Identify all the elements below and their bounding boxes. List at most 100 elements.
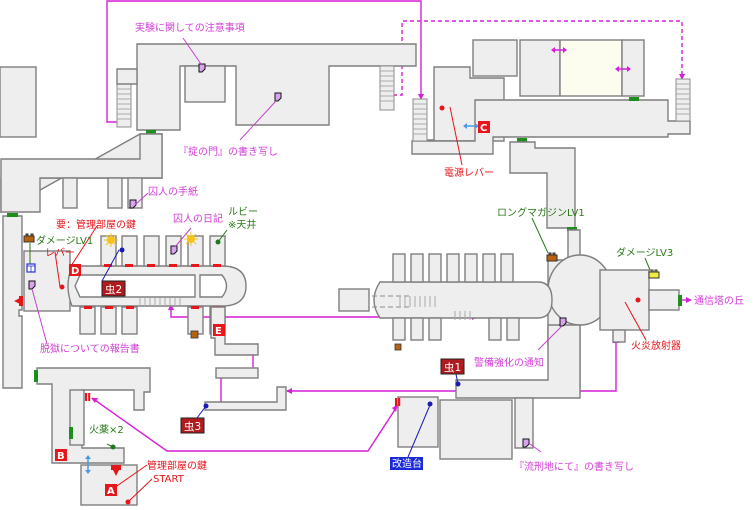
label-admin-key: 管理部屋の鍵 <box>147 459 207 472</box>
route-arrow <box>686 297 692 303</box>
workbench-marker[interactable]: 改造台 <box>390 457 423 470</box>
route-line-lower <box>287 340 617 392</box>
door-marker-b[interactable]: B <box>55 449 67 462</box>
label-exile-copy: 『流刑地にて』の書き写し <box>514 460 634 473</box>
room-mid <box>215 367 259 379</box>
door-locked[interactable] <box>191 264 199 267</box>
door-marker-d[interactable]: D <box>69 264 81 277</box>
bug-marker-2[interactable]: 虫2 <box>101 280 126 297</box>
bug-marker-1[interactable]: 虫1 <box>440 358 465 375</box>
bug-dot[interactable] <box>455 381 461 387</box>
cell <box>410 253 424 283</box>
door-locked[interactable] <box>213 264 221 267</box>
room-upper-a <box>472 39 518 77</box>
item-icons: Ⅱ Ⅱ <box>14 232 660 476</box>
door-locked[interactable] <box>104 264 112 267</box>
bug-dot[interactable] <box>119 247 125 253</box>
route-arrow <box>679 74 685 80</box>
cell <box>446 253 460 283</box>
door-locked[interactable] <box>126 306 134 309</box>
room-central-capsule <box>373 281 553 319</box>
document-icon[interactable] <box>522 438 530 448</box>
marker-label: D <box>71 266 79 277</box>
marker-label: A <box>107 486 115 497</box>
cell <box>410 317 424 341</box>
door-open[interactable] <box>69 427 73 439</box>
bug-label: 虫2 <box>105 284 122 296</box>
bug-marker-3[interactable]: 虫3 <box>180 417 205 434</box>
door-open[interactable] <box>567 227 577 231</box>
sparkle-icon[interactable] <box>184 232 198 246</box>
crate-icon[interactable] <box>394 343 402 351</box>
ammo-box-icon[interactable] <box>546 252 558 262</box>
lever-dot[interactable] <box>59 284 65 290</box>
sparkle-icon[interactable] <box>104 233 118 247</box>
bug-dot[interactable] <box>203 403 209 409</box>
door-locked[interactable] <box>169 264 177 267</box>
door-open[interactable] <box>34 370 38 382</box>
label-flamethrower: 火炎放射器 <box>631 339 681 352</box>
room-left-antechamber <box>338 288 370 312</box>
gunpowder-dot[interactable] <box>110 444 116 450</box>
start-dot[interactable] <box>125 499 131 505</box>
two-way-arrow-icon <box>85 455 91 474</box>
cell-upper-2 <box>107 177 123 209</box>
door-open[interactable] <box>7 213 18 217</box>
document-icon[interactable] <box>129 199 137 209</box>
door-open[interactable] <box>517 138 527 142</box>
ammo-box-icon[interactable] <box>648 269 660 279</box>
cell <box>187 306 204 335</box>
cell-block-corridor <box>67 265 247 307</box>
door-marker-e[interactable]: E <box>213 324 225 337</box>
power-lever-dot[interactable] <box>439 105 445 111</box>
stairs-central <box>399 296 471 320</box>
label-prisoner-diary: 囚人の日記 <box>173 212 223 225</box>
door-locked[interactable] <box>125 264 133 267</box>
bug-label: 虫3 <box>184 421 201 433</box>
document-icon[interactable] <box>198 63 206 73</box>
label-key-required: 要：管理部屋の鍵 <box>56 218 136 231</box>
document-icon[interactable] <box>559 317 567 327</box>
top-right-building <box>0 39 691 155</box>
room-south <box>439 399 513 460</box>
door-open[interactable] <box>678 295 682 306</box>
crate-icon[interactable] <box>190 330 199 339</box>
room-power-inner <box>0 66 37 138</box>
door-locked[interactable] <box>105 306 113 309</box>
start-area <box>34 367 151 506</box>
workbench-dot[interactable] <box>427 401 433 407</box>
door-open[interactable] <box>629 97 639 101</box>
room-exit-corridor <box>648 289 680 311</box>
document-icon[interactable] <box>28 280 36 290</box>
ruby-dot[interactable] <box>215 239 221 245</box>
label-gunpowder: 火薬×2 <box>89 424 124 436</box>
room-yellow <box>559 39 623 97</box>
route-line-top <box>106 0 422 123</box>
bug-label: 虫1 <box>444 362 461 374</box>
point-dots <box>59 105 641 505</box>
cell <box>464 253 478 283</box>
room-top-left-main <box>136 43 417 131</box>
route-arrow <box>286 388 292 394</box>
cell <box>428 317 442 341</box>
flamethrower-dot[interactable] <box>635 297 641 303</box>
door-open[interactable] <box>146 130 156 134</box>
route-arrow <box>91 398 98 403</box>
cell-upper-1 <box>62 177 78 209</box>
document-icon[interactable] <box>274 92 282 102</box>
door-marker-c[interactable]: C <box>478 121 490 134</box>
ammo-box-icon[interactable] <box>23 233 35 243</box>
door-locked[interactable] <box>191 306 199 309</box>
door-locked[interactable] <box>84 306 92 309</box>
stairs-top-right-right <box>675 78 691 122</box>
cell <box>428 253 442 283</box>
door-marker-a[interactable]: A <box>105 484 117 497</box>
cell <box>121 306 138 335</box>
label-security-notice: 警備強化の通知 <box>474 356 544 369</box>
door-locked[interactable] <box>147 264 155 267</box>
room-left-column <box>2 215 23 389</box>
bug3-area <box>204 306 287 411</box>
cell <box>100 306 117 335</box>
marker-label: B <box>57 451 65 462</box>
save-cube-icon[interactable] <box>26 263 36 273</box>
